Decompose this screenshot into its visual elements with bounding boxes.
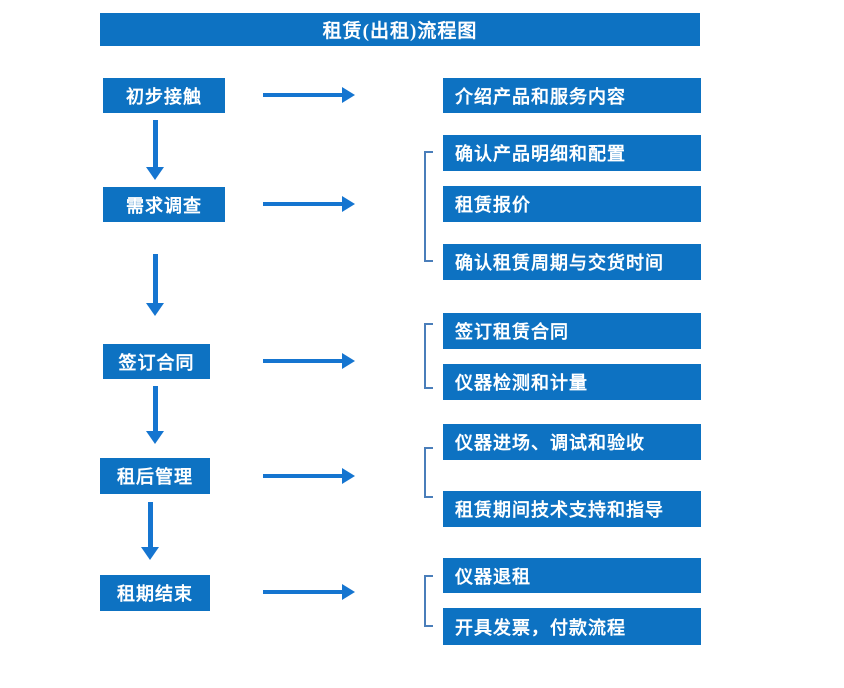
down-arrow-4-head [141, 547, 159, 560]
step-box-demand-survey: 需求调查 [103, 187, 225, 222]
right-arrow-5 [263, 584, 355, 600]
down-arrow-1-shaft [152, 120, 158, 167]
down-arrow-2-head [146, 303, 164, 316]
right-arrow-3 [263, 353, 355, 369]
right-arrow-1 [263, 87, 355, 103]
detail-box-rental-quote: 租赁报价 [443, 186, 701, 222]
down-arrow-4-shaft [147, 502, 153, 547]
right-arrow-2-head [342, 196, 355, 212]
step-box-sign-contract: 签订合同 [103, 344, 210, 379]
detail-box-instrument-return: 仪器退租 [443, 558, 701, 593]
down-arrow-4 [141, 502, 159, 560]
down-arrow-3-shaft [152, 386, 158, 431]
right-arrow-4 [263, 468, 355, 484]
flowchart-title-bar: 租赁(出租)流程图 [100, 13, 700, 46]
flowchart-title: 租赁(出租)流程图 [322, 21, 478, 42]
detail-box-confirm-period-delivery: 确认租赁周期与交货时间 [443, 244, 701, 280]
bracket-group-lease-end [424, 575, 433, 627]
down-arrow-3-head [146, 431, 164, 444]
detail-box-invoice-payment: 开具发票，付款流程 [443, 608, 701, 645]
down-arrow-3 [146, 386, 164, 444]
right-arrow-4-shaft [263, 474, 342, 478]
detail-box-rental-tech-support: 租赁期间技术支持和指导 [443, 491, 701, 527]
right-arrow-3-head [342, 353, 355, 369]
step-box-lease-end: 租期结束 [100, 575, 210, 611]
right-arrow-1-head [342, 87, 355, 103]
detail-box-sign-rental-contract: 签订租赁合同 [443, 313, 701, 349]
bracket-group-post-rental [424, 447, 433, 498]
right-arrow-1-shaft [263, 93, 342, 97]
bracket-group-demand-survey [424, 151, 433, 262]
right-arrow-5-shaft [263, 590, 342, 594]
down-arrow-1 [146, 120, 164, 180]
detail-box-confirm-product-details: 确认产品明细和配置 [443, 135, 701, 171]
bracket-group-sign-contract [424, 323, 433, 389]
right-arrow-3-shaft [263, 359, 342, 363]
right-arrow-2 [263, 196, 355, 212]
detail-box-instrument-testing: 仪器检测和计量 [443, 364, 701, 400]
detail-box-intro-products-services: 介绍产品和服务内容 [443, 78, 701, 113]
down-arrow-2-shaft [152, 254, 158, 303]
right-arrow-4-head [342, 468, 355, 484]
step-box-post-rental-management: 租后管理 [100, 458, 210, 494]
right-arrow-5-head [342, 584, 355, 600]
down-arrow-2 [146, 254, 164, 316]
detail-box-instrument-entry-acceptance: 仪器进场、调试和验收 [443, 424, 701, 460]
step-box-initial-contact: 初步接触 [103, 78, 225, 113]
down-arrow-1-head [146, 167, 164, 180]
right-arrow-2-shaft [263, 202, 342, 206]
